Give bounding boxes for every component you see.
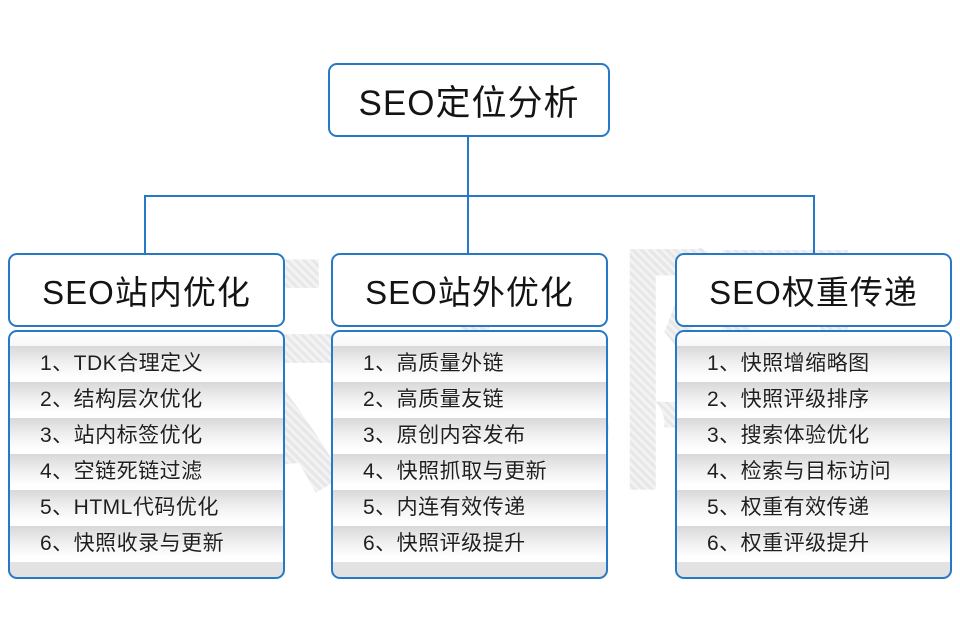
list-item: 6、权重评级提升 <box>677 526 950 562</box>
list-box-offpage: 1、高质量外链 2、高质量友链 3、原创内容发布 4、快照抓取与更新 5、内连有… <box>331 330 608 579</box>
list-item: 2、结构层次优化 <box>10 382 283 418</box>
list-item: 5、内连有效传递 <box>333 490 606 526</box>
list-item: 1、TDK合理定义 <box>10 346 283 382</box>
list-item: 2、高质量友链 <box>333 382 606 418</box>
connector-left-vertical <box>144 195 146 253</box>
list-item: 4、快照抓取与更新 <box>333 454 606 490</box>
list-box-onpage: 1、TDK合理定义 2、结构层次优化 3、站内标签优化 4、空链死链过滤 5、H… <box>8 330 285 579</box>
header-node-weight-transfer: SEO权重传递 <box>675 253 952 327</box>
list-item: 6、快照收录与更新 <box>10 526 283 562</box>
connector-right-vertical <box>813 195 815 253</box>
list-item: 4、检索与目标访问 <box>677 454 950 490</box>
list-item: 3、搜索体验优化 <box>677 418 950 454</box>
root-node-seo-positioning: SEO定位分析 <box>328 63 610 137</box>
list-item: 2、快照评级排序 <box>677 382 950 418</box>
list-item: 5、HTML代码优化 <box>10 490 283 526</box>
header-node-onpage: SEO站内优化 <box>8 253 285 327</box>
list-box-weight-transfer: 1、快照增缩略图 2、快照评级排序 3、搜索体验优化 4、检索与目标访问 5、权… <box>675 330 952 579</box>
list-item: 6、快照评级提升 <box>333 526 606 562</box>
list-item: 1、快照增缩略图 <box>677 346 950 382</box>
list-item: 3、站内标签优化 <box>10 418 283 454</box>
list-item: 4、空链死链过滤 <box>10 454 283 490</box>
list-item: 5、权重有效传递 <box>677 490 950 526</box>
header-node-offpage: SEO站外优化 <box>331 253 608 327</box>
list-item: 1、高质量外链 <box>333 346 606 382</box>
connector-horizontal <box>144 195 815 197</box>
list-item: 3、原创内容发布 <box>333 418 606 454</box>
